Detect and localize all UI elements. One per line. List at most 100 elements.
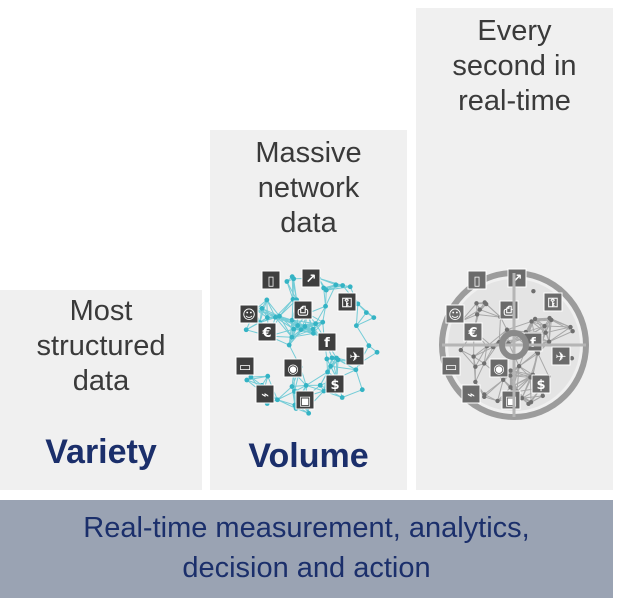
network-node bbox=[543, 330, 548, 335]
svg-text:⚿: ⚿ bbox=[548, 296, 558, 311]
network-node bbox=[570, 329, 575, 334]
network-node bbox=[310, 330, 316, 336]
key-icon: ⚿ bbox=[337, 292, 357, 312]
network-node bbox=[508, 368, 513, 373]
network-link bbox=[305, 371, 328, 386]
dollar-icon: $ bbox=[325, 374, 345, 394]
network-node bbox=[546, 339, 552, 344]
twitter-icon: ✈ bbox=[551, 346, 571, 366]
realtime-description: Every second in real-time bbox=[416, 14, 613, 119]
network-node bbox=[353, 367, 359, 373]
key-icon: ⚿ bbox=[543, 292, 563, 312]
network-node bbox=[519, 395, 525, 401]
network-link bbox=[518, 365, 531, 378]
realtime-line-1: Every bbox=[477, 15, 552, 47]
person-icon: ☺ bbox=[239, 304, 259, 324]
network-node bbox=[303, 383, 309, 388]
network-node bbox=[371, 315, 377, 321]
svg-text:◉: ◉ bbox=[287, 362, 298, 377]
network-node bbox=[290, 296, 296, 302]
network-link bbox=[483, 346, 488, 364]
network-link bbox=[531, 320, 545, 327]
network-node bbox=[323, 287, 329, 293]
svg-text:☺: ☺ bbox=[242, 308, 256, 323]
monitor-icon: ▭ bbox=[441, 356, 461, 376]
network-link bbox=[286, 281, 298, 301]
network-node bbox=[306, 410, 312, 416]
network-link bbox=[474, 363, 485, 383]
network-link bbox=[313, 321, 324, 334]
svg-text:€: € bbox=[261, 326, 271, 341]
network-link bbox=[355, 303, 359, 326]
network-node bbox=[317, 382, 323, 388]
network-node bbox=[474, 301, 479, 306]
network-link bbox=[305, 384, 325, 392]
network-link bbox=[473, 345, 488, 357]
facebook-icon: f bbox=[317, 332, 337, 352]
antenna-icon: ⌁ bbox=[461, 384, 481, 404]
camera-icon: ◉ bbox=[489, 358, 509, 378]
banner: Real-time measurement, analytics, decisi… bbox=[0, 500, 613, 598]
network-link bbox=[277, 390, 295, 401]
network-node bbox=[366, 343, 372, 349]
network-node bbox=[264, 315, 270, 320]
svg-text:▣: ▣ bbox=[299, 394, 311, 409]
euro-icon: € bbox=[257, 322, 277, 342]
network-node bbox=[286, 342, 292, 348]
network-link bbox=[551, 319, 573, 332]
network-node bbox=[495, 398, 500, 404]
svg-text:⎙: ⎙ bbox=[297, 304, 309, 319]
network-node bbox=[323, 303, 328, 309]
variety-label: Variety bbox=[45, 433, 157, 471]
camera-icon: ◉ bbox=[283, 358, 303, 378]
network-link bbox=[261, 308, 276, 318]
network-link bbox=[483, 342, 499, 364]
realtime-line-2: second in bbox=[452, 50, 577, 82]
antenna-icon: ⌁ bbox=[255, 384, 275, 404]
network-link bbox=[516, 366, 520, 392]
network-link bbox=[266, 299, 276, 318]
network-link bbox=[355, 325, 370, 346]
volume-column: Massive network data Volume bbox=[210, 130, 407, 490]
network-link bbox=[484, 396, 498, 402]
network-link bbox=[529, 377, 532, 403]
network-node bbox=[482, 394, 487, 400]
network-node bbox=[259, 306, 265, 311]
network-link bbox=[356, 317, 375, 327]
network-node bbox=[295, 323, 301, 328]
network-node bbox=[540, 393, 545, 399]
svg-text:↗: ↗ bbox=[512, 272, 523, 287]
network-link bbox=[341, 389, 363, 398]
network-node bbox=[289, 384, 295, 389]
svg-text:▭: ▭ bbox=[239, 360, 251, 375]
network-node bbox=[302, 324, 308, 329]
meter-icon: ▣ bbox=[501, 390, 521, 410]
network-node bbox=[508, 373, 513, 378]
network-node bbox=[275, 397, 280, 403]
network-link bbox=[474, 345, 488, 367]
network-node bbox=[473, 379, 478, 385]
network-link bbox=[506, 320, 532, 331]
network-link bbox=[255, 309, 276, 318]
network-link bbox=[537, 353, 550, 377]
network-node bbox=[340, 283, 346, 288]
network-node bbox=[289, 317, 295, 323]
network-link bbox=[486, 329, 508, 347]
network-node bbox=[569, 356, 575, 361]
euro-icon: € bbox=[463, 322, 483, 342]
network-node bbox=[471, 354, 476, 359]
svg-text:⌁: ⌁ bbox=[467, 388, 475, 403]
network-link bbox=[267, 317, 293, 321]
banner-line-1: Real-time measurement, analytics, bbox=[83, 512, 530, 544]
network-node bbox=[289, 334, 295, 340]
volume-label: Volume bbox=[248, 437, 369, 475]
variety-description: Most structured data bbox=[0, 294, 202, 399]
network-node bbox=[264, 297, 270, 303]
volume-line-1: Massive bbox=[255, 137, 362, 169]
twitter-icon: ✈ bbox=[345, 346, 365, 366]
network-node bbox=[334, 355, 339, 361]
network-node bbox=[504, 327, 510, 332]
network-node bbox=[477, 307, 482, 312]
network-link bbox=[498, 317, 502, 343]
volume-description: Massive network data bbox=[210, 136, 407, 241]
